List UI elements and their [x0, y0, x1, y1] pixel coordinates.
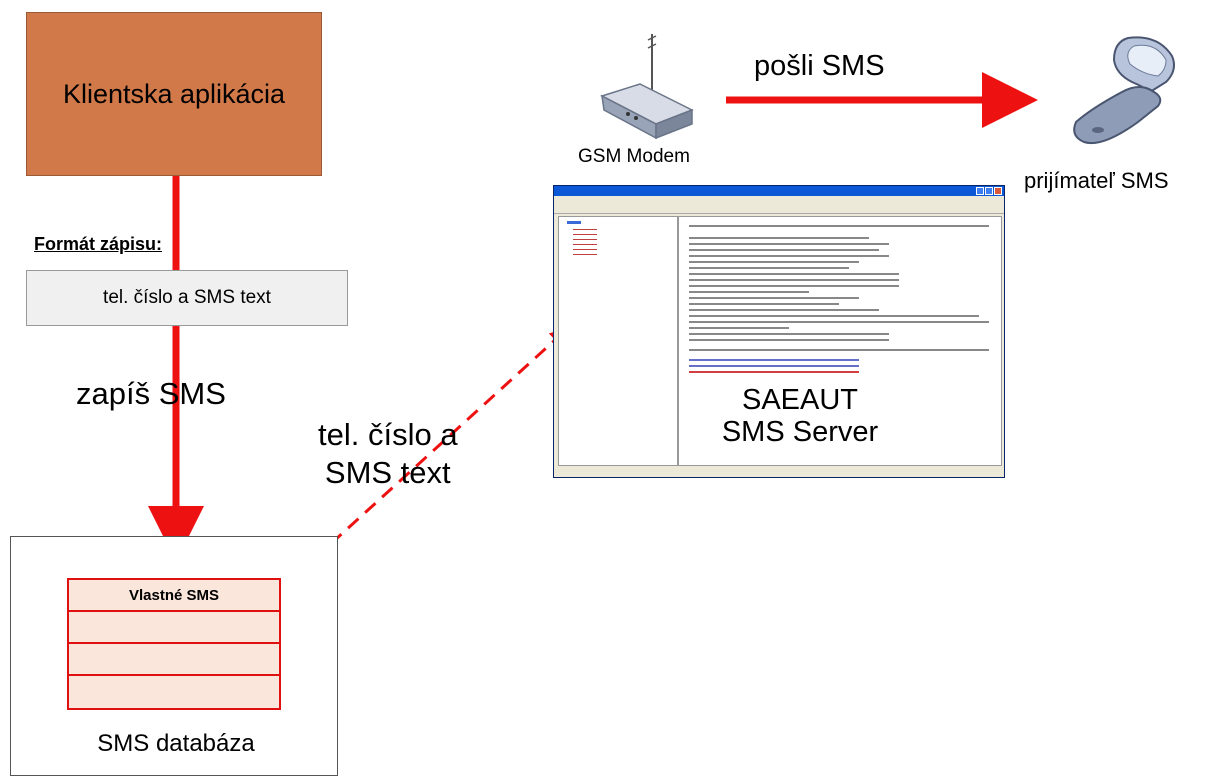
link-label: tel. číslo a SMS text [318, 416, 458, 492]
link-label-line2: SMS text [324, 455, 451, 490]
table-row [69, 612, 279, 644]
window-toolbar [554, 204, 1004, 214]
window-statusbar [554, 467, 1004, 477]
sms-table-header: Vlastné SMS [69, 580, 279, 612]
format-box: tel. číslo a SMS text [26, 270, 348, 326]
mobile-phone-icon [1073, 36, 1175, 144]
window-menubar [554, 196, 1004, 204]
format-value: tel. číslo a SMS text [103, 287, 271, 308]
link-label-line1: tel. číslo a [318, 417, 458, 452]
window-titlebar [554, 186, 1004, 196]
client-app-box: Klientska aplikácia [26, 12, 322, 176]
database-label: SMS databáza [97, 730, 255, 757]
modem-label: GSM Modem [578, 146, 690, 167]
table-row [69, 676, 279, 708]
maximize-icon [985, 187, 993, 195]
format-title: Formát zápisu: [34, 234, 163, 254]
gsm-modem-icon [600, 34, 694, 140]
client-app-label: Klientska aplikácia [62, 78, 286, 109]
sms-table: Vlastné SMS [67, 578, 281, 710]
server-label: SAEAUT SMS Server [680, 384, 920, 448]
minimize-icon [976, 187, 984, 195]
window-tree-panel [558, 216, 678, 466]
sms-server-window [553, 185, 1005, 478]
close-icon [994, 187, 1002, 195]
window-console-panel [678, 216, 1002, 466]
server-label-line1: SAEAUT [741, 384, 859, 416]
server-label-line2: SMS Server [721, 416, 879, 448]
write-sms-label: zapíš SMS [76, 376, 226, 411]
send-sms-label: pošli SMS [754, 50, 885, 82]
table-row [69, 644, 279, 676]
receiver-label: prijímateľ SMS [1024, 168, 1169, 193]
to-server-arrow [278, 327, 569, 592]
